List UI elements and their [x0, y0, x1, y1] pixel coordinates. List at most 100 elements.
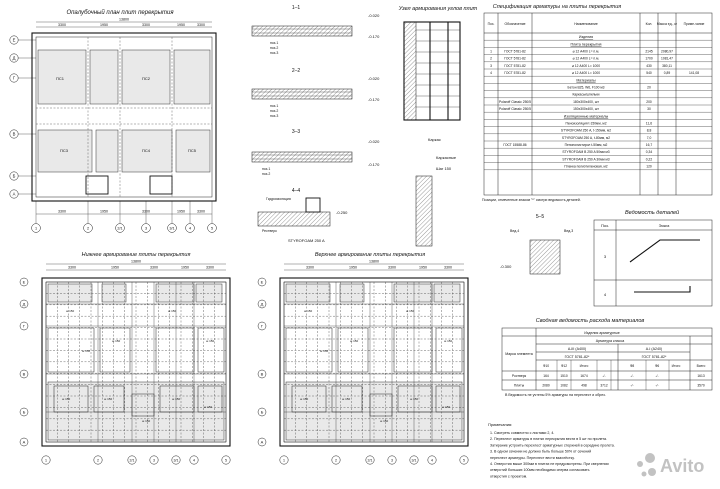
grid-axis-label: 4 [431, 459, 433, 463]
level-mark: -0.300 [500, 264, 512, 269]
slab-panel [121, 49, 171, 105]
grid-axis-label: А [13, 192, 16, 197]
bar-spacing-label: ш 150 [442, 405, 451, 409]
grid-axis-label: 3 [391, 459, 393, 463]
spec-cell: STYROFOAM B 250 A 50мм м3 [562, 150, 609, 154]
grid-axis-col [127, 455, 137, 465]
details-header: Поз. [601, 223, 609, 228]
spec-cell: ⌀ 12 А400 L= 1000 [572, 71, 600, 75]
note-line: отверстий больших 100мм необходимо сперв… [490, 468, 590, 472]
grid-axis-label: 5 [211, 227, 213, 231]
spec-cell: 1081,47 [661, 57, 673, 61]
details-header: Эскиз [659, 223, 670, 228]
spec-cell: 30 [647, 107, 651, 111]
spec-cell: 1 [490, 49, 492, 53]
dimension-value: 1950 [100, 210, 108, 214]
spec-cell: 2080,97 [661, 49, 673, 53]
grid-axis-col [141, 223, 151, 233]
bottom-plan-title: Нижнее армирование плиты перекрытия [82, 252, 191, 258]
spec-header: Обозначение [505, 22, 526, 26]
grid-axis-col [31, 223, 41, 233]
slab-panel [121, 129, 173, 173]
grid-axis-row [19, 321, 29, 331]
summary-head: ГОСТ 5781-82* [642, 355, 667, 359]
grid-axis-label: 4 [189, 227, 191, 231]
section-4-4: 4–4 -0.250 Гидроизоляция Рестверк STYROF… [257, 188, 348, 243]
grid-axis-row [19, 299, 29, 309]
grid-axis-label: 5 [225, 459, 227, 463]
top-plan-title: Верхнее армирование плиты перекрытия [315, 252, 425, 258]
section-label: STYROFOAM 250 A [288, 238, 325, 243]
note-line: Затирание устроить перехлест арматурных … [490, 443, 615, 447]
grid-axis-col [41, 455, 51, 465]
grid-axis-col [149, 455, 159, 465]
spec-cell: Пленка полиэтиленовая, м2 [564, 165, 607, 169]
spec-header: Поз. [488, 22, 495, 26]
section-1-1: 1–1 -0.020 -0.170 поз.1 поз.2 поз.3 [251, 5, 380, 55]
plan-mark: ПС3 [60, 148, 69, 153]
section-label: Гидроизоляция [266, 197, 291, 201]
grid-axis-col [459, 455, 469, 465]
slab-panel [37, 49, 87, 105]
summary-cell: -/- [655, 384, 658, 388]
spec-cell: 0,89 [664, 71, 671, 75]
grid-axis-label: Е [261, 280, 264, 285]
summary-cell: 164 [543, 374, 549, 378]
grid-axis-col [279, 455, 289, 465]
spec-cell: ГОСТ 5781-82 [504, 64, 526, 68]
summary-head: Марка элемента [505, 352, 533, 356]
spec-cell: 1700 [645, 57, 653, 61]
plan-mark: ПС4 [142, 148, 151, 153]
section-title: 3–3 [292, 129, 301, 135]
grid-axis-label: 2/1 [368, 459, 373, 463]
position-label: поз.2 [270, 109, 278, 113]
spec-cell: 180х300х400, шт [573, 100, 599, 104]
summary-footnote: В Ведомость не учтены 5% арматуры на пер… [505, 393, 606, 397]
summary-title: Сводная ведомость расхода материалов [536, 318, 645, 324]
spec-section: Плита перекрытия [571, 42, 602, 46]
summary-head: А-III (А400) [568, 347, 586, 351]
section-label: Вед.3 [564, 229, 573, 233]
grid-axis-label: Б [23, 410, 26, 415]
section-title: 1–1 [292, 5, 301, 11]
summary-cell: -/- [630, 374, 633, 378]
spec-cell: ГОСТ 5781-82 [504, 57, 526, 61]
spec-section: Материалы [576, 78, 596, 82]
notes-title: Примечания: [488, 422, 512, 427]
bar-spacing-label: ш 150 [406, 309, 415, 313]
spec-header: Масса ед., кг [657, 22, 678, 26]
grid-axis-label: Е [23, 280, 26, 285]
spec-header: Приме-чание [684, 22, 705, 26]
section-title: 2–2 [292, 68, 301, 74]
bar-spacing-label: ш 150 [168, 309, 177, 313]
note-line: 4. Отверстия выше 300мм в плитах не пред… [490, 462, 609, 466]
grid-axis-label: 2/1 [117, 227, 122, 231]
dimension-value: 1950 [111, 266, 119, 270]
grid-axis-row [19, 407, 29, 417]
spec-header: Кол. [646, 22, 653, 26]
spec-section: Изоляционные материалы [564, 114, 609, 118]
bar-spacing-label: ш 150 [350, 339, 359, 343]
note-line: 1. Смотреть совместно с листами 2, 4. [490, 431, 554, 435]
details-pos: 4 [604, 292, 607, 297]
note-line: отверстия с проектом. [490, 474, 527, 478]
grid-axis-col [189, 455, 199, 465]
grid-axis-label: 3/1 [169, 227, 174, 231]
spec-cell: 2 [490, 57, 492, 61]
spec-cell: 120 [646, 165, 652, 169]
dimension-value: 3300 [58, 210, 66, 214]
corner-node: Узел армирования углов плит Каркас Карка… [398, 6, 478, 247]
summary-cell: -/- [655, 374, 658, 378]
spec-cell: STYROFOAM 250 A, t-80мм, м2 [562, 136, 610, 140]
dimension-value: 3300 [150, 266, 158, 270]
grid-axis-col [331, 455, 341, 465]
summary-cell: 1082 [560, 384, 568, 388]
dimension-value: 1950 [181, 266, 189, 270]
grid-axis-label: Г [261, 324, 264, 329]
summary-cell: 1613 [697, 374, 705, 378]
grid-axis-col [221, 455, 231, 465]
position-label: поз.1 [270, 41, 278, 45]
